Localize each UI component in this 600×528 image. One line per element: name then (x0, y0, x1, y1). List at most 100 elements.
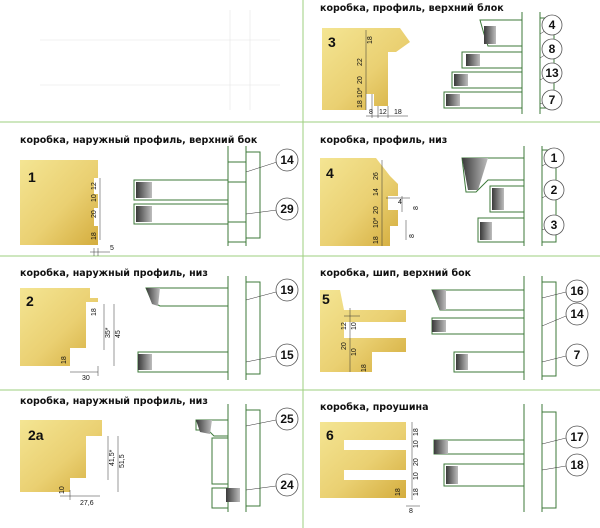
wood-profile-1 (20, 160, 98, 245)
panel-title: коробка, проушина (320, 402, 429, 413)
wood-profile-2a (20, 420, 102, 492)
dimension-lines (344, 308, 360, 372)
part-number: 13 (545, 66, 559, 80)
panel-title: коробка, наружный профиль, верхний бок (20, 135, 258, 146)
part-number: 7 (549, 93, 556, 107)
part-number: 7 (574, 348, 581, 362)
dimension-lines (381, 160, 410, 246)
panel-title: коробка, наружный профиль, низ (20, 396, 208, 407)
wood-profile-2 (20, 288, 98, 366)
profile-label: 6 (326, 427, 334, 443)
dimension-label: 18 (373, 236, 380, 244)
part-number: 17 (570, 430, 584, 444)
dimension-label: 26 (373, 172, 380, 180)
part-callouts: 14 29 (245, 148, 299, 221)
cutter-set-4 (461, 146, 557, 246)
wood-profile-6 (320, 422, 406, 498)
dimension-label: 18 (367, 36, 374, 44)
dimension-label: 30 (82, 375, 90, 382)
panel-4: 4 26 14 20 10* 18 4 8 8 1 (320, 146, 565, 246)
part-number: 18 (570, 458, 584, 472)
dimension-label: 10 (413, 472, 420, 480)
dimension-lines (70, 304, 115, 376)
part-number: 2 (551, 183, 558, 197)
cutter-set-1 (133, 146, 261, 246)
dimension-label: 10 (351, 348, 358, 356)
panel-title: коробка, профиль, низ (320, 135, 447, 146)
dimension-label: 12 (91, 182, 98, 190)
dimension-lines (406, 422, 420, 507)
part-number: 14 (570, 307, 584, 321)
dimension-label: 8 (409, 508, 413, 515)
part-number: 14 (280, 153, 294, 167)
part-callouts: 1 2 3 (541, 147, 565, 236)
dimension-label: 20 (357, 76, 364, 84)
dimension-label: 27,6 (80, 500, 94, 507)
part-callouts: 16 14 7 (541, 279, 589, 367)
part-number: 19 (280, 283, 294, 297)
dimension-label: 51,5 (119, 454, 126, 468)
dimension-label: 22 (357, 58, 364, 66)
cutter-set-2 (137, 276, 261, 380)
dimension-label: 10 (91, 194, 98, 202)
dimension-lines (60, 436, 119, 500)
panel-5: 5 12 10 20 10 18 16 14 (320, 276, 589, 380)
profile-label: 1 (28, 169, 36, 185)
part-number: 3 (551, 218, 558, 232)
part-callouts: 4 8 13 7 (539, 14, 563, 111)
profile-label: 2 (26, 293, 34, 309)
dimension-label: 18 (61, 356, 68, 364)
part-number: 16 (570, 284, 584, 298)
part-callouts: 25 24 (245, 407, 299, 497)
dimension-label: 18 (394, 109, 402, 116)
cutter-set-5 (431, 276, 557, 380)
dimension-label: 18 (91, 232, 98, 240)
panel-1: 1 12 10 20 18 5 14 29 (20, 146, 299, 256)
dimension-label: 4 (398, 199, 402, 206)
profile-label: 3 (328, 34, 336, 50)
profile-label: 5 (322, 291, 330, 307)
part-callouts: 17 18 (541, 425, 589, 477)
dimension-label: 12 (379, 109, 387, 116)
part-number: 8 (549, 42, 556, 56)
dimension-label: 8 (413, 206, 420, 210)
panel-title: коробка, наружный профиль, низ (20, 268, 208, 279)
dimension-label: 18 (357, 100, 364, 108)
part-number: 4 (549, 18, 556, 32)
dimension-label: 41,5* (109, 449, 116, 466)
dimension-label: 18 (413, 428, 420, 436)
dimension-label: 5 (110, 245, 114, 252)
cutter-set-3 (443, 12, 555, 114)
part-number: 1 (551, 151, 558, 165)
dimension-label: 10 (59, 486, 66, 494)
dimension-label: 20 (91, 210, 98, 218)
profile-label: 4 (326, 165, 334, 181)
part-number: 25 (280, 412, 294, 426)
part-callouts: 19 15 (245, 278, 299, 367)
part-number: 29 (280, 202, 294, 216)
profile-label: 2а (28, 427, 44, 443)
cutter-set-2a (195, 404, 261, 512)
part-number: 15 (280, 348, 294, 362)
wood-profile-5 (320, 290, 406, 372)
dimension-label: 18 (413, 488, 420, 496)
dimension-label: 12 (341, 322, 348, 330)
dimension-label: 20 (413, 458, 420, 466)
dimension-label: 35* (105, 327, 112, 338)
dimension-label: 20 (341, 342, 348, 350)
dimension-label: 8 (409, 234, 416, 238)
dimension-label: 18 (361, 364, 368, 372)
dimension-label: 8 (369, 109, 373, 116)
dimension-label: 14 (373, 188, 380, 196)
cutter-set-6 (433, 404, 557, 512)
panel-6: 6 18 10 20 10 18 18 8 17 18 (320, 404, 589, 515)
background-lines (40, 10, 280, 110)
dimension-lines (90, 178, 110, 256)
panel-title: коробка, шип, верхний бок (320, 268, 472, 279)
wood-profile-4 (320, 158, 398, 246)
dimension-label: 10 (413, 440, 420, 448)
panel-2a: 2а 41,5* 51,5 10 27,6 25 24 (20, 404, 299, 512)
panel-title: коробка, профиль, верхний блок (320, 3, 504, 14)
